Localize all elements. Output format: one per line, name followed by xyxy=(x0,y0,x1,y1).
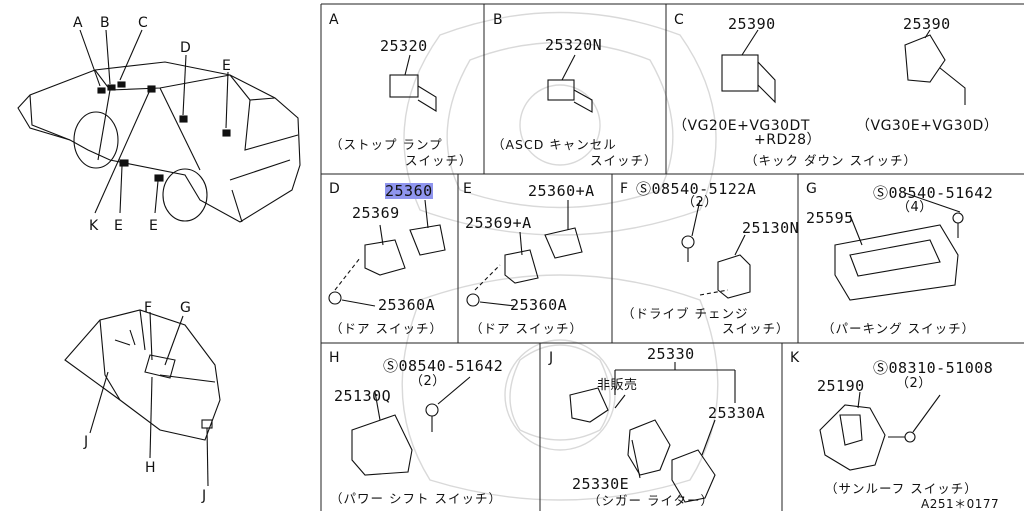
caption: +RD28） xyxy=(754,132,822,148)
part-number: Ⓢ08310-51008 xyxy=(873,359,994,377)
caption: （ドア スイッチ） xyxy=(470,321,583,336)
part-number: 25369+A xyxy=(465,214,532,232)
quantity: （2） xyxy=(410,374,446,389)
part-number: 25360+A xyxy=(528,182,595,200)
part-number: 25130Q xyxy=(334,387,392,405)
caption: （パワー シフト スイッチ） xyxy=(330,491,502,506)
caption: スイッチ） xyxy=(405,153,473,168)
caption: （ASCD キャンセル xyxy=(492,137,617,152)
console-label-j-bottom: J xyxy=(202,488,207,504)
part-number: Ⓢ08540-51642 xyxy=(873,184,994,202)
panel-letter: D xyxy=(329,181,341,197)
car-overview xyxy=(17,29,301,223)
part-number: 25360A xyxy=(378,296,436,314)
part-number: 25320 xyxy=(380,37,428,55)
car-label-d: D xyxy=(180,40,192,56)
panel-letter: E xyxy=(463,181,473,197)
footer-code: A251＊0177 xyxy=(921,497,1000,511)
part-number: 25320N xyxy=(545,36,603,54)
car-label-k: K xyxy=(89,218,99,234)
not-for-sale-note: 非販売 xyxy=(597,378,638,393)
panel-letter: G xyxy=(806,181,818,197)
console-label-f: F xyxy=(144,300,153,316)
part-number: Ⓢ08540-51642 xyxy=(383,357,504,375)
watermark-emblem xyxy=(401,11,719,501)
car-label-e: E xyxy=(222,58,232,74)
part-drawings xyxy=(328,29,966,503)
car-label-e-rear: E xyxy=(149,218,159,234)
console-label-g: G xyxy=(180,300,192,316)
panel-letter: B xyxy=(493,12,504,28)
car-label-b: B xyxy=(100,15,111,31)
caption: （パーキング スイッチ） xyxy=(822,321,976,336)
panel-letter: C xyxy=(674,12,685,28)
car-label-c: C xyxy=(138,15,149,31)
console-label-j: J xyxy=(84,434,89,450)
caption: スイッチ） xyxy=(722,321,790,336)
panel-letter: K xyxy=(790,350,800,366)
part-number: 25190 xyxy=(817,377,865,395)
caption: （VG20E+VG30DT xyxy=(673,118,810,134)
quantity: （2） xyxy=(682,195,718,210)
part-number: 25595 xyxy=(806,209,854,227)
panel-letter: A xyxy=(329,12,340,28)
part-number: 25390 xyxy=(903,15,951,33)
grid-lines xyxy=(320,3,1024,511)
car-label-e-door: E xyxy=(114,218,124,234)
part-number: 25390 xyxy=(728,15,776,33)
caption: （サンルーフ スイッチ） xyxy=(825,481,978,496)
caption: （ストップ ランプ xyxy=(330,137,443,152)
caption: （シガー ライター） xyxy=(588,493,714,508)
part-number-highlighted: 25360 xyxy=(385,182,433,200)
panel-letter: J xyxy=(549,350,554,366)
caption: （ドア スイッチ） xyxy=(330,321,443,336)
part-number: 25330E xyxy=(572,475,630,493)
console-overview xyxy=(64,309,221,487)
part-number: 25330 xyxy=(647,345,695,363)
panel-letter: F xyxy=(620,181,629,197)
part-number: Ⓢ08540-5122A xyxy=(636,180,757,198)
panel-letter: H xyxy=(329,350,341,366)
part-number: 25369 xyxy=(352,204,400,222)
quantity: （4） xyxy=(897,200,933,215)
part-number: 25360A xyxy=(510,296,568,314)
car-label-a: A xyxy=(73,15,84,31)
quantity: （2） xyxy=(896,376,932,391)
part-number: 25130N xyxy=(742,219,800,237)
console-label-h: H xyxy=(145,460,157,476)
caption: スイッチ） xyxy=(590,153,658,168)
caption: （キック ダウン スイッチ） xyxy=(745,153,917,168)
part-number: 25330A xyxy=(708,404,766,422)
caption: （ドライブ チェンジ xyxy=(622,306,749,321)
caption: （VG30E+VG30D） xyxy=(856,118,999,134)
